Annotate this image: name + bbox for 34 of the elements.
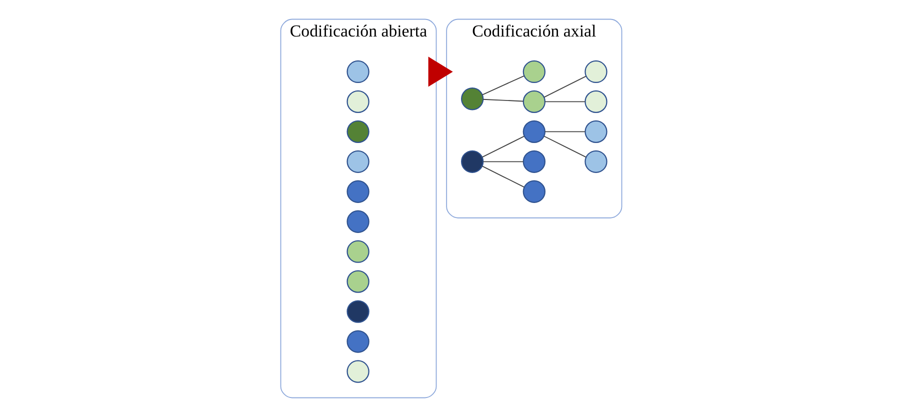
node-circle	[584, 60, 608, 84]
connector	[544, 76, 586, 98]
node-circle	[461, 150, 484, 173]
node-circle	[522, 60, 546, 84]
connector	[544, 131, 586, 132]
node-circle	[346, 330, 370, 353]
node-circle	[346, 210, 370, 233]
node-circle	[346, 180, 370, 203]
node-circle	[346, 300, 370, 323]
connector	[544, 136, 586, 158]
node-circle	[522, 180, 546, 203]
node-circle	[346, 150, 370, 173]
cluster: Codificación abierta	[280, 18, 437, 398]
node-circle	[584, 90, 608, 114]
node-circle	[584, 120, 608, 144]
node-circle	[346, 270, 370, 293]
node-circle	[522, 150, 546, 173]
node-circle	[522, 120, 546, 144]
node-circle	[346, 360, 370, 383]
connector	[482, 161, 524, 162]
node-circle	[346, 120, 370, 144]
cluster: Codificación axial	[446, 18, 622, 218]
node-circle	[346, 90, 370, 114]
node-circle	[584, 150, 608, 173]
arrow	[428, 56, 453, 87]
node-circle	[346, 240, 370, 263]
node-circle	[522, 90, 546, 114]
connector	[544, 101, 586, 102]
connector	[482, 136, 524, 158]
connector	[482, 75, 524, 96]
connector	[482, 166, 524, 188]
node-circle	[346, 60, 370, 84]
node-circle	[461, 88, 484, 110]
connector	[482, 98, 524, 102]
